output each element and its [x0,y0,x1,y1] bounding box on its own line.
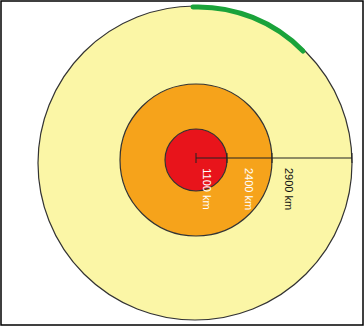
tick [196,153,197,163]
core [165,129,227,191]
dimension-label: 2400 km [243,168,254,210]
dimension-label: 2900 km [283,168,294,210]
radius-line [196,158,352,159]
tick [272,153,273,163]
tick [352,153,353,163]
green-arc [193,7,303,51]
tick [227,153,228,163]
dimension-label: 1100 km [201,168,212,209]
outer-layer [38,6,352,320]
middle-layer [120,84,272,236]
